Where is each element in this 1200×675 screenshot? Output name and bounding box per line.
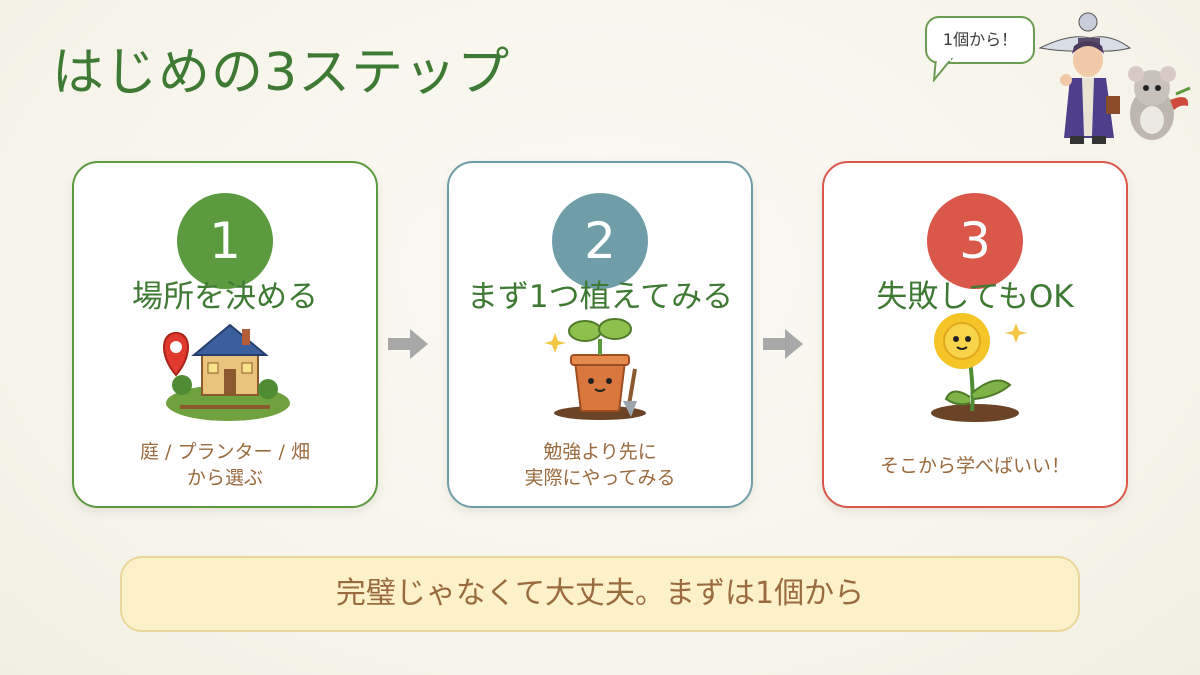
step-description-line: から選ぶ <box>186 467 263 489</box>
step-number-2: 2 <box>552 193 648 289</box>
sunflower-icon <box>931 313 1027 422</box>
step-description-2: 勉強より先に 実際にやってみる <box>459 439 741 491</box>
step-description-line: 庭 / プランター / 畑 <box>140 441 310 463</box>
page-title: はじめの3ステップ <box>52 43 511 103</box>
mascot-characters-icon <box>1038 12 1191 144</box>
step-description-1: 庭 / プランター / 畑 から選ぶ <box>84 439 366 491</box>
step-description-line: 勉強より先に <box>543 441 657 463</box>
step-description-3: そこから学べばいい！ <box>834 453 1116 479</box>
step-number-3: 3 <box>927 193 1023 289</box>
step-description-line: 実際にやってみる <box>524 467 676 489</box>
step-card-3: 3 失敗してもOK そこから学べばいい！ <box>822 161 1128 508</box>
step-card-1: 1 場所を決める 庭 / プランター / 畑 から選ぶ <box>72 161 378 508</box>
step-number-1: 1 <box>177 193 273 289</box>
step-heading-1: 場所を決める <box>132 279 318 315</box>
arrow-right-icon <box>763 329 803 359</box>
speech-bubble-tail-icon <box>932 58 954 82</box>
speech-bubble: 1個から！ <box>925 16 1035 64</box>
arrow-right-icon <box>388 329 428 359</box>
step-heading-2: まず1つ植えてみる <box>466 279 734 315</box>
house-map-pin-icon <box>163 323 290 421</box>
step-heading-3: 失敗してもOK <box>876 279 1074 315</box>
step-description-line: そこから学べばいい！ <box>879 455 1070 477</box>
step-card-2: 2 まず1つ植えてみる 勉強より先に 実際にやってみる <box>447 161 753 508</box>
seedling-pot-icon <box>544 318 646 420</box>
encouragement-banner: 完璧じゃなくて大丈夫。まずは1個から <box>120 556 1080 632</box>
